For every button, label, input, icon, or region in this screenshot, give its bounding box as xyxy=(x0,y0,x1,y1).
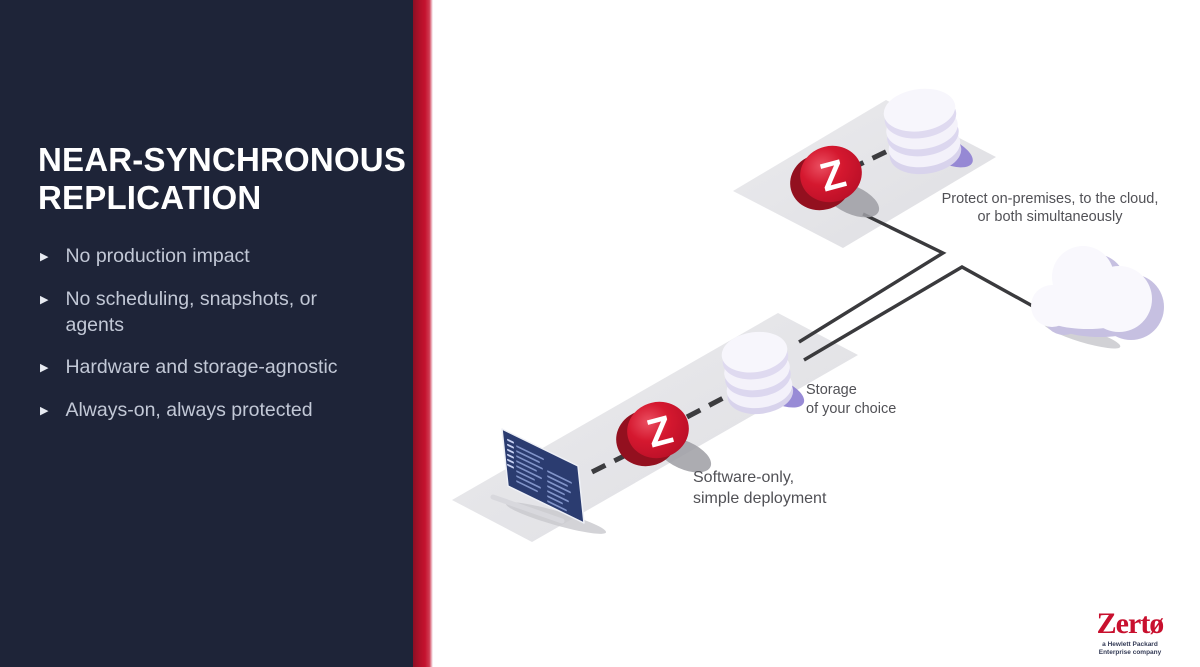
triangle-bullet-icon: ▶ xyxy=(40,405,49,417)
logo-tagline-line-1: a Hewlett Packard xyxy=(1102,641,1158,648)
label-storage: Storage of your choice xyxy=(806,381,896,419)
bullet-text: No production impact xyxy=(65,245,250,267)
dashed-connector-z-storage xyxy=(685,393,729,420)
bullet-text: Hardware and storage-agnostic xyxy=(65,356,338,378)
label-storage-line-2: of your choice xyxy=(806,401,897,417)
label-software-line-2: simple deployment xyxy=(693,490,827,507)
zerto-coin-top: Z xyxy=(790,145,880,218)
cloud-icon xyxy=(1031,246,1164,349)
database-icon-bottom xyxy=(721,331,805,415)
label-protect-line-2: or both simultaneously xyxy=(977,209,1123,225)
left-panel: NEAR-SYNCHRONOUS REPLICATION ▶ No produc… xyxy=(0,0,413,667)
label-software-line-1: Software-only, xyxy=(693,469,795,486)
triangle-bullet-icon: ▶ xyxy=(40,362,49,374)
logo-tagline: a Hewlett Packard Enterprise company xyxy=(1084,641,1176,656)
logo-tagline-line-2: Enterprise company xyxy=(1098,648,1162,656)
label-software: Software-only, simple deployment xyxy=(693,467,826,509)
database-icon-top xyxy=(883,88,973,175)
bullet-text: No scheduling, snapshots, or agents xyxy=(65,288,317,336)
logo-wordmark: Zertø xyxy=(1096,607,1165,640)
bullet-item: ▶ No scheduling, snapshots, or agents xyxy=(40,286,355,338)
accent-stripe xyxy=(413,0,433,667)
bullet-item: ▶ No production impact xyxy=(40,243,355,270)
bullet-list: ▶ No production impact ▶ No scheduling, … xyxy=(40,243,355,440)
replication-line-to-cloud xyxy=(803,265,1039,362)
label-protect: Protect on-premises, to the cloud, or bo… xyxy=(930,190,1170,226)
zerto-logo: Zertø a Hewlett Packard Enterprise compa… xyxy=(1084,609,1176,656)
bullet-item: ▶ Always-on, always protected xyxy=(40,397,355,424)
title-line-1: NEAR-SYNCHRONOUS xyxy=(38,141,407,178)
triangle-bullet-icon: ▶ xyxy=(40,251,49,263)
laptop-icon xyxy=(490,428,607,534)
bullet-item: ▶ Hardware and storage-agnostic xyxy=(40,354,355,381)
title-line-2: REPLICATION xyxy=(38,179,262,216)
replication-line-to-onprem xyxy=(798,212,947,344)
triangle-bullet-icon: ▶ xyxy=(40,294,49,306)
label-storage-line-1: Storage xyxy=(806,382,857,398)
zerto-coin-bottom: Z xyxy=(616,401,712,473)
label-protect-line-1: Protect on-premises, to the cloud, xyxy=(941,191,1159,207)
bullet-text: Always-on, always protected xyxy=(65,399,313,421)
slide-title: NEAR-SYNCHRONOUS REPLICATION xyxy=(38,141,406,217)
